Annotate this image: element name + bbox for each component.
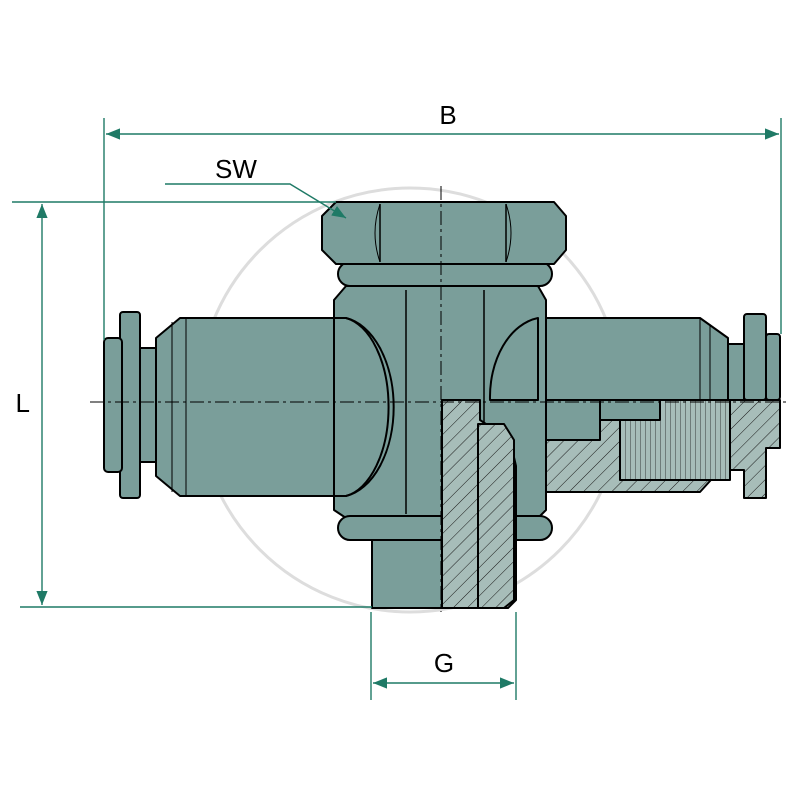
left-arm	[155, 317, 347, 497]
dimension-g-label: G	[434, 648, 454, 678]
fitting-body	[103, 201, 781, 609]
right-sphere	[488, 317, 539, 401]
left-cap	[103, 337, 123, 473]
dimension-sw-label: SW	[215, 154, 257, 184]
dimension-l-label: L	[16, 388, 30, 418]
dimension-g	[370, 612, 517, 700]
dimension-sw	[165, 183, 347, 219]
dimension-b-label: B	[439, 100, 456, 130]
centerlines	[90, 186, 790, 612]
left-sphere	[345, 317, 390, 497]
hex-nut	[321, 201, 567, 265]
dimension-l	[12, 201, 372, 608]
upper-ring	[337, 261, 553, 287]
left-neck	[139, 347, 157, 463]
thread-spigot	[371, 539, 443, 609]
right-flange	[743, 313, 767, 401]
right-cap	[765, 333, 781, 401]
dimension-b	[103, 118, 782, 340]
